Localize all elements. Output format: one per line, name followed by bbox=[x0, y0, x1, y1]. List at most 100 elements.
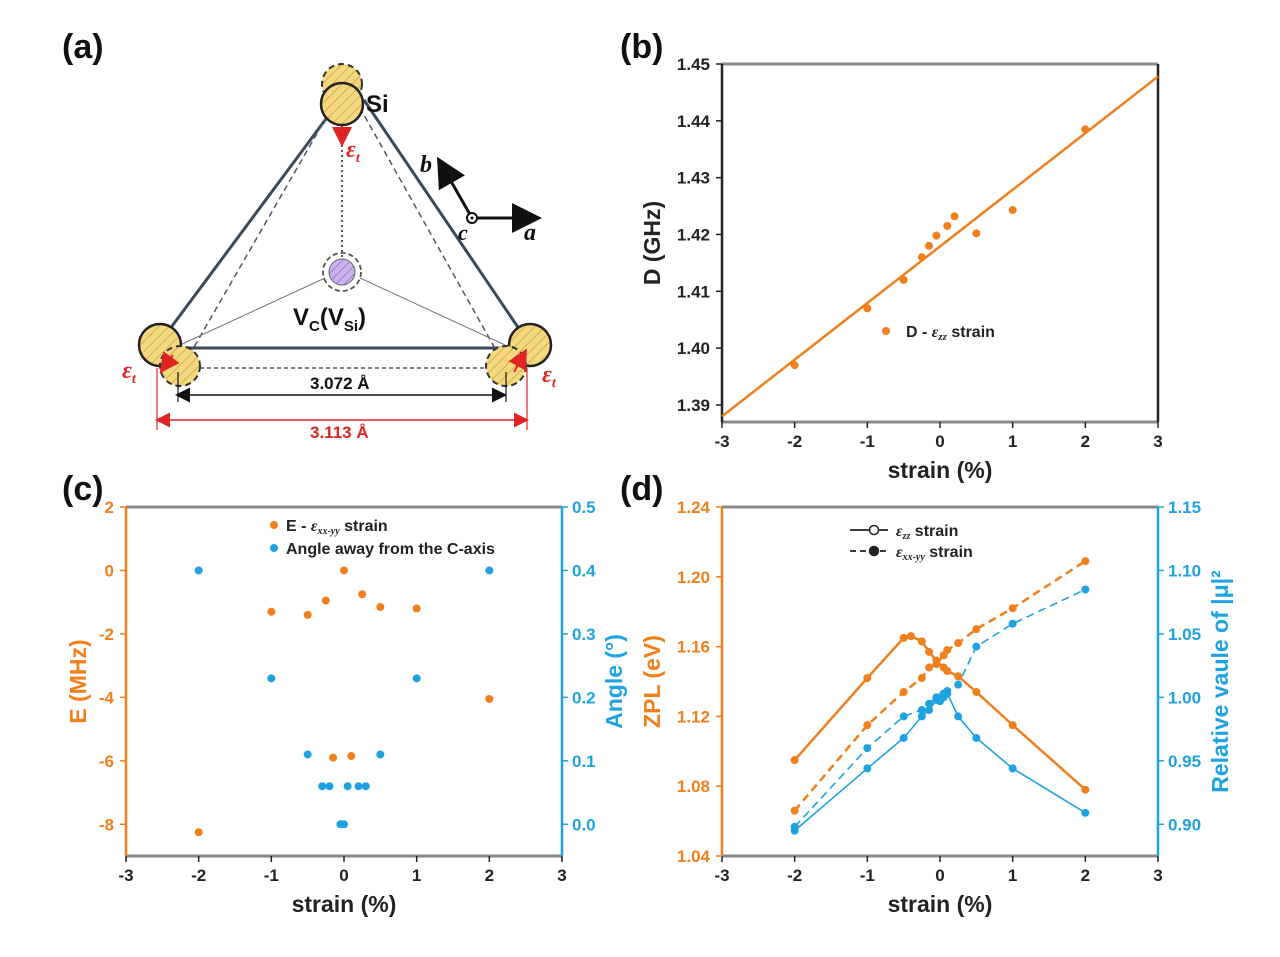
panel-c-label: (c) bbox=[62, 470, 104, 508]
data-point bbox=[917, 637, 926, 646]
data-point-e bbox=[321, 596, 330, 605]
data-point bbox=[917, 712, 926, 721]
x-tick-label: 2 bbox=[1081, 432, 1090, 451]
y-right-tick-label: 1.05 bbox=[1168, 625, 1201, 644]
legend-c-text-2: Angle away from the C-axis bbox=[286, 541, 495, 558]
data-point-angle bbox=[340, 820, 348, 829]
x-tick-label: -3 bbox=[118, 866, 133, 885]
strain-symbol-top: εt bbox=[346, 137, 361, 166]
data-point bbox=[954, 680, 963, 689]
data-point-e bbox=[347, 752, 356, 761]
data-point-angle bbox=[194, 566, 203, 575]
x-axis-label: strain (%) bbox=[888, 457, 993, 483]
x-tick-label: 3 bbox=[1153, 432, 1162, 451]
data-point bbox=[925, 699, 934, 708]
data-point-angle bbox=[485, 566, 494, 575]
data-point-e bbox=[412, 604, 421, 613]
y-left-tick-label: 1.04 bbox=[677, 847, 711, 866]
data-point bbox=[954, 672, 963, 681]
data-point bbox=[1081, 585, 1090, 594]
x-tick-label: 2 bbox=[1081, 866, 1090, 885]
legend-c-marker-blue bbox=[270, 544, 278, 552]
vacancy-bond-right bbox=[359, 277, 506, 346]
data-point-d bbox=[899, 275, 908, 284]
triangle-edge-right bbox=[362, 99, 532, 346]
y-right-tick-label: 0.95 bbox=[1168, 752, 1201, 771]
strain-arrow-left bbox=[159, 351, 180, 374]
y-axis-label: D (GHz) bbox=[639, 201, 665, 285]
axis-a-label: a bbox=[524, 220, 536, 246]
x-tick-label: 1 bbox=[1008, 432, 1017, 451]
data-point-angle bbox=[354, 782, 363, 791]
y-left-tick-label: 1.20 bbox=[677, 568, 710, 587]
data-point bbox=[906, 632, 915, 641]
legend-c-text-1: E - εxx-yy strain bbox=[286, 518, 388, 537]
x-tick-label: -1 bbox=[860, 866, 875, 885]
y-right-tick-label: 1.00 bbox=[1168, 688, 1201, 707]
y-right-tick-label: 0.5 bbox=[572, 498, 596, 517]
data-point bbox=[1081, 785, 1090, 794]
y-tick-label: 1.43 bbox=[677, 169, 710, 188]
x-tick-label: -1 bbox=[860, 432, 875, 451]
strain-symbol-right: εt bbox=[542, 362, 557, 391]
data-point bbox=[1081, 557, 1090, 566]
data-point bbox=[917, 706, 926, 715]
data-point bbox=[899, 712, 908, 721]
data-point bbox=[863, 674, 872, 683]
data-point-e bbox=[358, 590, 367, 599]
x-tick-label: 0 bbox=[339, 866, 348, 885]
data-point bbox=[972, 642, 981, 651]
data-point bbox=[899, 733, 908, 742]
data-point-angle bbox=[376, 750, 385, 759]
y-right-axis-label: Angle (°) bbox=[601, 634, 627, 729]
data-point-e bbox=[329, 753, 338, 762]
y-right-tick-label: 1.10 bbox=[1168, 561, 1201, 580]
panel-d-label: (d) bbox=[620, 470, 663, 508]
data-point bbox=[863, 721, 872, 730]
x-tick-label: 1 bbox=[1008, 866, 1017, 885]
panel-a-label: (a) bbox=[62, 28, 104, 66]
x-tick-label: 1 bbox=[412, 866, 421, 885]
data-point-d bbox=[1008, 206, 1017, 215]
vacancy-label: VC(VSi) bbox=[293, 304, 366, 335]
axis-b-label: b bbox=[420, 152, 432, 178]
data-point bbox=[1008, 619, 1017, 628]
x-tick-label: -3 bbox=[714, 432, 729, 451]
dist-outer-label: 3.113 Å bbox=[310, 423, 369, 442]
legend-d-text-2: εxx-yy strain bbox=[896, 544, 973, 563]
data-point bbox=[954, 639, 963, 648]
y-right-tick-label: 0.90 bbox=[1168, 815, 1201, 834]
y-right-tick-label: 0.4 bbox=[572, 561, 596, 580]
data-point bbox=[1081, 808, 1090, 817]
y-left-tick-label: 1.16 bbox=[677, 638, 710, 657]
legend-d-marker-1 bbox=[868, 524, 880, 536]
y-tick-label: 1.44 bbox=[677, 112, 711, 131]
series-line bbox=[793, 560, 1087, 812]
data-point-e bbox=[194, 828, 203, 837]
data-point bbox=[925, 706, 934, 715]
strained-edge-left bbox=[181, 89, 343, 369]
y-left-tick-label: -2 bbox=[99, 625, 114, 644]
data-point bbox=[925, 663, 934, 672]
data-point bbox=[932, 660, 941, 669]
data-point-d bbox=[1081, 125, 1090, 134]
data-point-d bbox=[925, 241, 934, 250]
legend-d-marker-2 bbox=[868, 545, 880, 557]
y-right-tick-label: 0.1 bbox=[572, 752, 596, 771]
panel-a: (a) Si εt εt εt VC(VSi) bbox=[62, 28, 557, 442]
y-tick-label: 1.45 bbox=[677, 55, 710, 74]
x-tick-label: -2 bbox=[191, 866, 206, 885]
data-point bbox=[943, 687, 952, 696]
y-tick-label: 1.42 bbox=[677, 225, 710, 244]
x-tick-label: 0 bbox=[935, 432, 944, 451]
x-tick-label: 0 bbox=[935, 866, 944, 885]
legend-c: E - εxx-yy strain Angle away from the C-… bbox=[270, 518, 495, 558]
data-point bbox=[790, 822, 799, 831]
legend-c-marker-orange bbox=[270, 521, 278, 529]
